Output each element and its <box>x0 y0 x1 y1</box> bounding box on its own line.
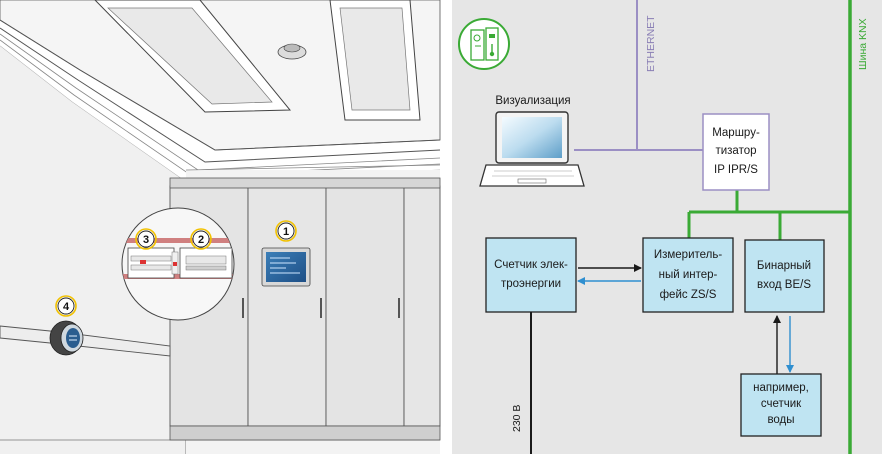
marker-2: 2 <box>190 228 212 250</box>
water-line-3: воды <box>767 414 794 426</box>
router-line-2: тизатор <box>715 145 756 157</box>
marker-1: 1 <box>275 220 297 242</box>
visualization-label: Визуализация <box>495 95 570 107</box>
marker-1-label: 1 <box>283 226 289 238</box>
meter-line-2: троэнергии <box>501 278 561 290</box>
cove-line-2 <box>0 27 441 163</box>
laptop-icon <box>479 111 585 187</box>
cove-line-1 <box>0 19 441 151</box>
marker-4-label: 4 <box>63 301 70 313</box>
marker-3: 3 <box>135 228 157 250</box>
router-line-3: IP IPR/S <box>714 164 758 176</box>
measuring-interface-box: Измеритель- ный интер- фейс ZS/S <box>642 237 734 313</box>
knx-label: Шина KNX <box>857 18 869 70</box>
din-module-2 <box>171 247 233 279</box>
binary-line-1: Бинарный <box>757 260 811 272</box>
touch-panel <box>261 247 311 287</box>
smoke-detector <box>277 43 307 60</box>
marker-4: 4 <box>55 295 77 317</box>
cove-line-3 <box>0 33 441 171</box>
water-line-1: например, <box>753 382 809 394</box>
router-line-1: Маршру- <box>712 127 760 139</box>
schematic-diagram: ETHERNET Шина KNX Визуализация Маршру- т… <box>452 0 882 454</box>
water-meter-box: например, счетчик воды <box>740 373 822 437</box>
binary-input-box: Бинарный вход BE/S <box>744 239 825 313</box>
marker-2-label: 2 <box>198 234 204 246</box>
ethernet-label: ETHERNET <box>645 15 657 72</box>
energy-app-icon <box>458 18 510 70</box>
interface-line-2: ный интер- <box>659 269 718 281</box>
ceiling-light-1 <box>94 0 292 113</box>
binary-line-2: вход BE/S <box>757 279 811 291</box>
router-box: Маршру- тизатор IP IPR/S <box>702 113 770 191</box>
meter-line-1: Счетчик элек- <box>494 259 568 271</box>
pipe-meter <box>49 320 84 356</box>
water-line-2: счетчик <box>761 398 802 410</box>
ceiling-light-2 <box>329 0 421 121</box>
interface-line-1: Измеритель- <box>654 249 723 261</box>
electricity-meter-box: Счетчик элек- троэнергии <box>485 237 577 313</box>
din-module-3 <box>127 247 175 279</box>
marker-3-label: 3 <box>143 234 149 246</box>
power-label: 230 В <box>511 405 523 432</box>
room-illustration: 1 2 3 4 <box>0 0 441 454</box>
interface-line-3: фейс ZS/S <box>660 289 717 301</box>
